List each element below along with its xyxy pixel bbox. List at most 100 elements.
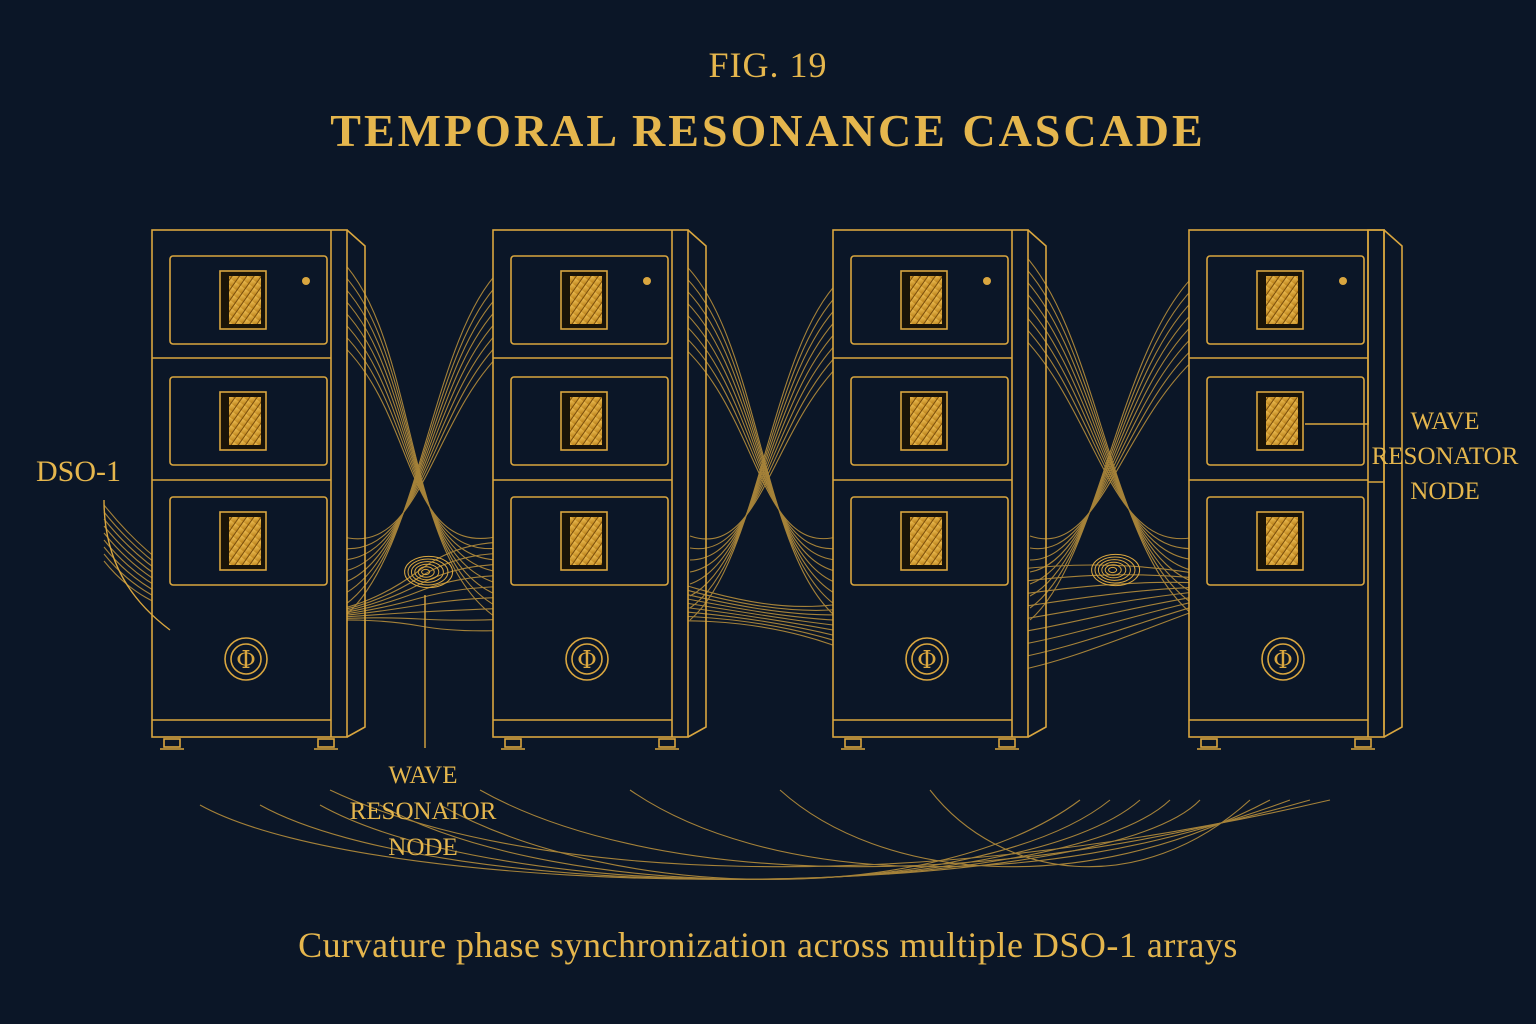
wave-line [339, 305, 501, 585]
drawer-window [570, 397, 602, 445]
drawer [1206, 496, 1365, 586]
phi-dial-inner [571, 643, 603, 675]
wave-line [1019, 321, 1201, 550]
wave-line [479, 789, 1311, 868]
drawer-window [1266, 276, 1298, 324]
resonator-spiral [1091, 553, 1141, 587]
wave-line [329, 249, 501, 621]
drawer [850, 376, 1009, 466]
node-label-line: NODE [388, 834, 458, 861]
wave-line [329, 321, 501, 550]
wave-line [689, 339, 841, 561]
phi-symbol: Φ [917, 646, 937, 674]
wave-line [1019, 261, 1201, 609]
wave-line [679, 295, 841, 585]
drawer-window [229, 517, 261, 565]
cabinet-foot [844, 738, 862, 748]
spiral-ring [1097, 559, 1131, 581]
wave-line [689, 363, 841, 540]
node-label-line: WAVE [388, 762, 458, 789]
wave-line [679, 307, 841, 573]
drawer [850, 255, 1009, 345]
drawer [850, 496, 1009, 586]
dso-label: DSO-1 [36, 455, 122, 488]
wave-line [1029, 341, 1201, 550]
cabinet-foot [1354, 738, 1372, 748]
wave-line [629, 789, 1291, 868]
node-label-line: RESONATOR [1371, 443, 1519, 470]
wave-line [329, 309, 501, 561]
phi-symbol: Φ [236, 646, 256, 674]
phi-symbol: Φ [577, 646, 597, 674]
phi-dial-inner [1267, 643, 1299, 675]
wave-line [679, 259, 841, 621]
spiral-ring [407, 558, 449, 586]
wave-line [689, 279, 841, 621]
node-label-line: RESONATOR [349, 798, 497, 825]
cabinet-foot [998, 738, 1016, 748]
cabinet-side [671, 229, 707, 738]
wave-line [679, 319, 841, 561]
wave-line [339, 293, 501, 597]
wave-line [679, 331, 841, 550]
phi-dial [905, 637, 949, 681]
wave-line [1019, 309, 1201, 561]
wave-line [1029, 317, 1201, 573]
spiral-ring [421, 568, 431, 576]
phi-symbol: Φ [1273, 646, 1293, 674]
wave-line [329, 297, 501, 573]
wave-line [329, 789, 1331, 868]
wave-line [1019, 273, 1201, 597]
cabinet: Φ [832, 229, 1047, 750]
drawer-window [570, 276, 602, 324]
indicator-light [302, 277, 310, 285]
wave-line [339, 317, 501, 573]
wave-line [329, 261, 501, 609]
cabinet-side [330, 229, 366, 738]
dso-leader-line [103, 499, 171, 631]
wave-line [1019, 285, 1201, 585]
drawer-window [910, 517, 942, 565]
indicator-light [643, 277, 651, 285]
wave-line [679, 283, 841, 597]
cabinet-side [1011, 229, 1047, 738]
wave-line [329, 285, 501, 585]
indicator-light [1339, 277, 1347, 285]
drawer-window [910, 276, 942, 324]
drawer-window [229, 276, 261, 324]
wave-line [1029, 293, 1201, 597]
wave-line [339, 353, 501, 540]
cabinet-foot [504, 738, 522, 748]
spiral-ring [1094, 556, 1136, 584]
cabinet: Φ [151, 229, 366, 750]
indicator-light [983, 277, 991, 285]
phi-dial [224, 637, 268, 681]
wave-line [1019, 297, 1201, 573]
drawer [510, 496, 669, 586]
drawer [1206, 255, 1365, 345]
cabinet: Φ [1188, 229, 1403, 750]
wave-line [339, 281, 501, 609]
spiral-ring [410, 561, 444, 583]
spiral-ring [1101, 561, 1127, 579]
wave-line [1019, 249, 1201, 621]
wave-resonator-node-label-right: WAVE RESONATOR NODE [1340, 404, 1536, 509]
figure-number: FIG. 19 [708, 45, 828, 85]
spiral-ring [1108, 566, 1118, 574]
drawer-window [1266, 397, 1298, 445]
spiral-ring [1104, 564, 1122, 576]
drawer [510, 376, 669, 466]
wave-line [689, 303, 841, 597]
wave-resonator-node-label-bottom: WAVE RESONATOR NODE [318, 758, 528, 866]
resonator-spiral [404, 555, 454, 589]
wave-line [1029, 353, 1201, 540]
phi-dial [1261, 637, 1305, 681]
drawer [169, 496, 328, 586]
spiral-ring [404, 555, 454, 589]
node-label-line: NODE [1410, 478, 1480, 505]
wave-line [689, 327, 841, 573]
drawer-window [570, 517, 602, 565]
wave-line [1029, 269, 1201, 621]
wave-line [329, 333, 501, 539]
